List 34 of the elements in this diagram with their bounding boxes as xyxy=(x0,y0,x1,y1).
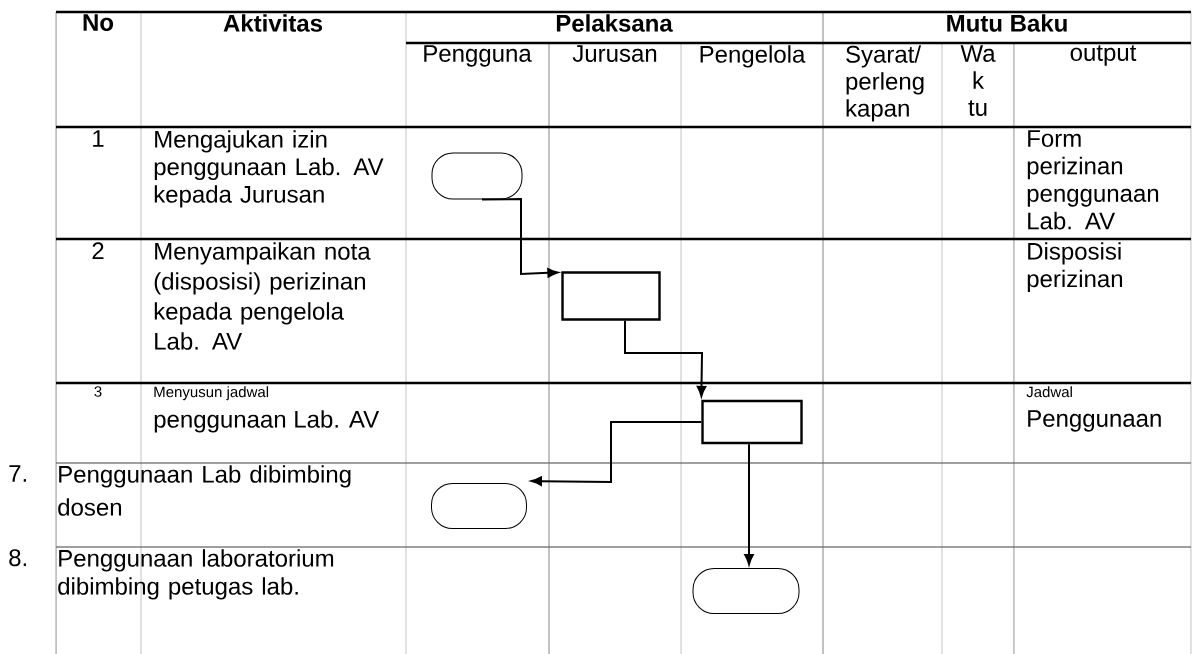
arrow xyxy=(530,421,703,486)
column-header: Pelaksana xyxy=(556,14,673,32)
column-header: Pengguna xyxy=(424,45,532,67)
row-number: 8. xyxy=(9,549,26,567)
terminal-shape xyxy=(431,152,523,200)
activity-text: Mengajukan izin penggunaan Lab. AV kepada Jurusan xyxy=(154,130,384,208)
process-box xyxy=(701,399,803,445)
terminal-shape xyxy=(431,483,527,529)
column-header: Pengelola xyxy=(700,45,806,68)
activity-text: Penggunaan laboratorium dibimbing petugas lab. xyxy=(58,549,334,600)
column-header: Wa k tu xyxy=(960,45,996,116)
column-header: Aktivitas xyxy=(223,14,323,32)
activity-text: Penggunaan Lab dibimbing dosen xyxy=(58,465,351,516)
activity-text: Menyampaikan nota (disposisi) perizinan kepada pengelola Lab. AV xyxy=(154,242,371,350)
row-number: 7. xyxy=(9,465,26,482)
process-box xyxy=(561,271,661,321)
arrow xyxy=(481,198,559,278)
output-text: Form perizinan penggunaan Lab. AV xyxy=(1027,130,1159,230)
output-text: Disposisi perizinan xyxy=(1027,242,1123,293)
arrow xyxy=(624,319,707,397)
row-number: 2 xyxy=(92,242,104,259)
output-text: Jadwal xyxy=(1026,386,1072,398)
terminal-shape xyxy=(692,568,800,614)
activity-text: Menyusun jadwal xyxy=(154,386,269,401)
row-number: 3 xyxy=(94,386,102,397)
column-header: output xyxy=(1070,45,1137,66)
output-text: Penggunaan xyxy=(1028,410,1161,432)
row-number: 1 xyxy=(93,130,104,147)
column-header: Syarat/ perleng kapan xyxy=(846,45,924,122)
column-header: No xyxy=(83,14,114,31)
arrow xyxy=(744,443,754,566)
column-header: Mutu Baku xyxy=(947,14,1067,32)
activity-text: penggunaan Lab. AV xyxy=(154,410,380,433)
column-header: Jurusan xyxy=(572,45,657,62)
